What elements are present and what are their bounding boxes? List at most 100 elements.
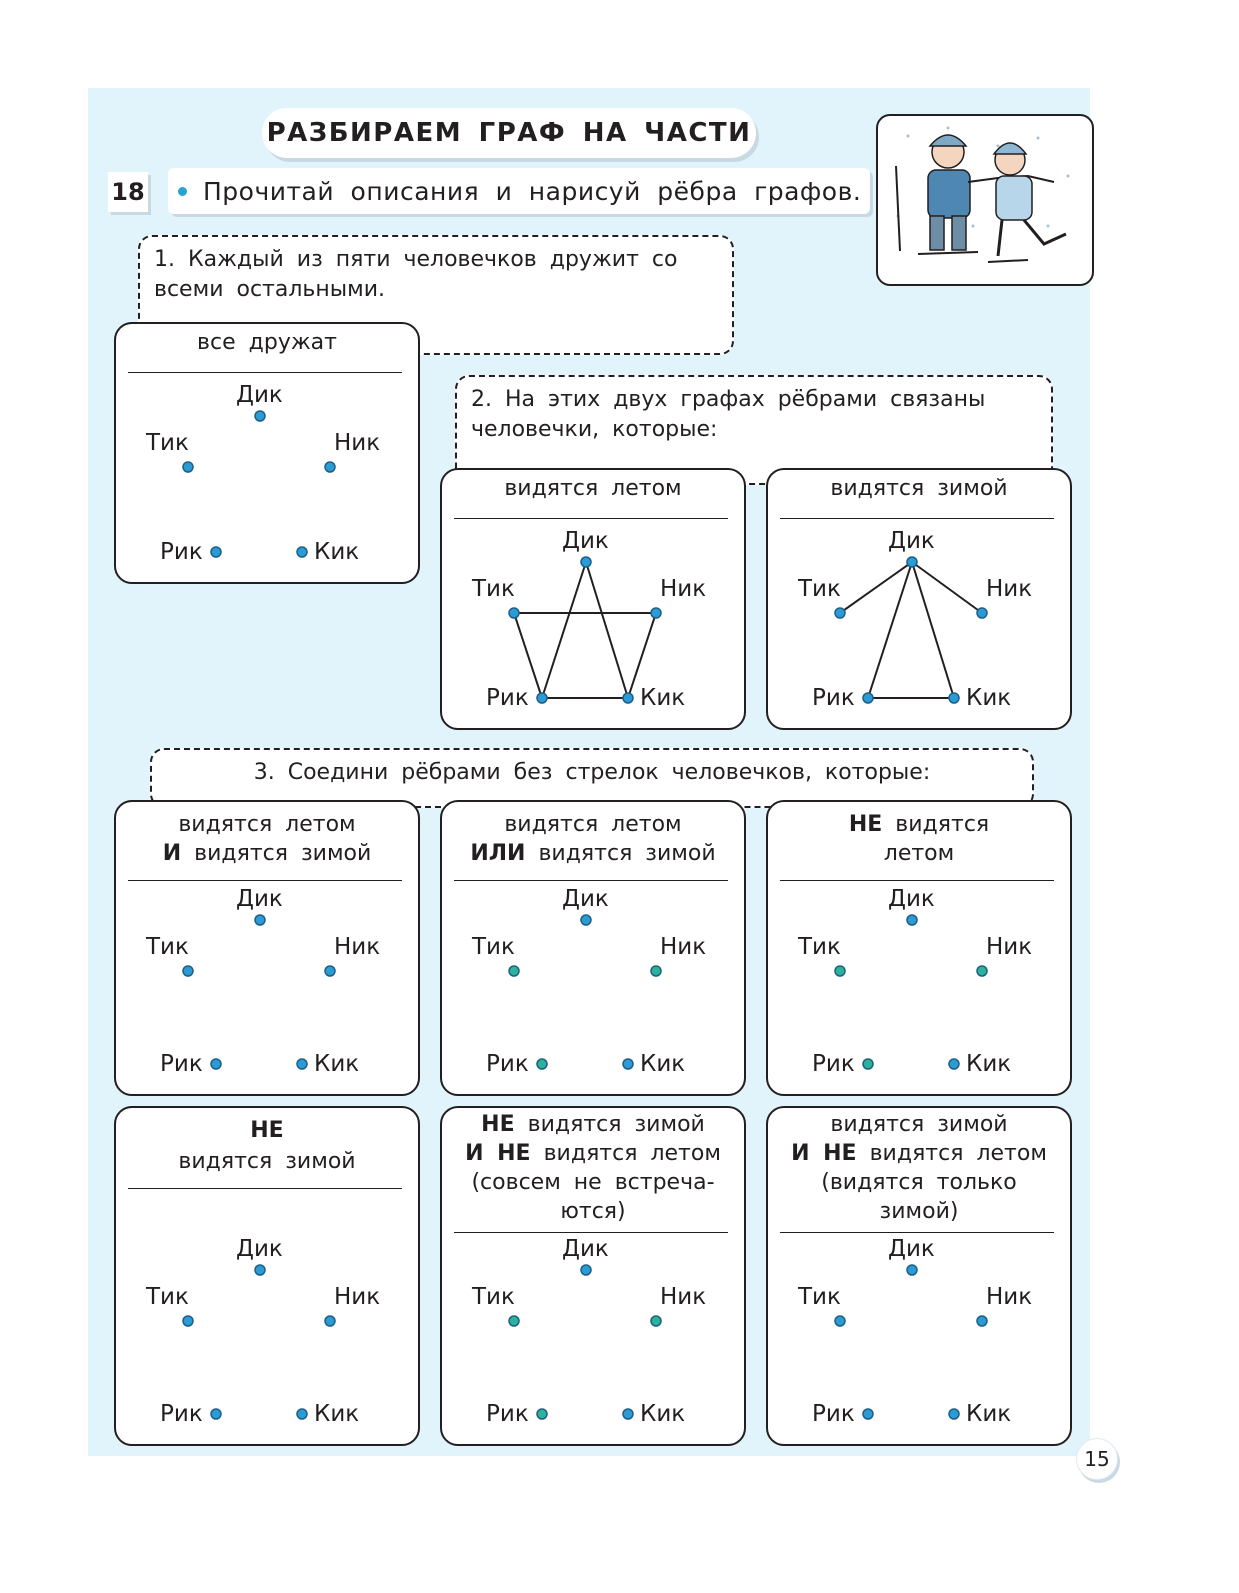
card-title-line2: видятся летом — [869, 1141, 1047, 1166]
card-title-line1: видятся летом — [504, 812, 682, 837]
graph-edge-dik-kik — [585, 561, 629, 699]
node-tik — [834, 607, 846, 619]
node-rik — [536, 1408, 548, 1420]
exercise-number: 18 — [108, 172, 148, 212]
node-nik — [650, 965, 662, 977]
node-label-tik: Тик — [798, 1284, 841, 1310]
graph-card-only-winter: видятся зимой И НЕ видятся летом (видятс… — [766, 1106, 1072, 1446]
node-label-nik: Ник — [660, 576, 707, 602]
node-label-tik: Тик — [146, 430, 189, 456]
node-rik — [536, 1058, 548, 1070]
part2-description: 2. На этих двух графах рёбрами связаны ч… — [455, 375, 1053, 485]
node-dik — [906, 914, 918, 926]
node-label-dik: Дик — [888, 886, 935, 912]
card-title-line2: летом — [883, 841, 955, 866]
graph-canvas — [182, 410, 336, 558]
kids-skating-illustration — [876, 114, 1094, 286]
node-dik — [906, 556, 918, 568]
node-label-rik: Рик — [160, 1051, 203, 1077]
node-tik — [508, 965, 520, 977]
node-nik — [976, 1315, 988, 1327]
card-title: видятся летом ИЛИ видятся зимой — [452, 810, 734, 868]
node-label-nik: Ник — [660, 934, 707, 960]
node-dik — [254, 410, 266, 422]
node-dik — [906, 1264, 918, 1276]
node-label-dik: Дик — [888, 528, 935, 554]
card-title-line2: видятся зимой — [178, 1149, 356, 1174]
divider — [780, 880, 1054, 881]
node-tik — [182, 965, 194, 977]
node-kik — [622, 692, 634, 704]
node-tik — [834, 965, 846, 977]
node-label-dik: Дик — [236, 382, 283, 408]
node-rik — [210, 546, 222, 558]
node-label-kik: Кик — [314, 539, 360, 565]
node-label-dik: Дик — [888, 1236, 935, 1262]
node-kik — [296, 1408, 308, 1420]
divider — [454, 880, 728, 881]
node-label-rik: Рик — [812, 685, 855, 711]
node-label-nik: Ник — [986, 934, 1033, 960]
graph-edge-dik-kik — [911, 561, 955, 699]
node-nik — [324, 461, 336, 473]
node-label-kik: Кик — [966, 1051, 1012, 1077]
node-dik — [580, 1264, 592, 1276]
node-label-nik: Ник — [986, 576, 1033, 602]
node-label-dik: Дик — [562, 886, 609, 912]
card-title-line4: ются) — [560, 1199, 626, 1224]
node-rik — [862, 692, 874, 704]
node-tik — [508, 1315, 520, 1327]
graph-canvas — [834, 556, 988, 704]
node-kik — [296, 1058, 308, 1070]
node-kik — [296, 546, 308, 558]
node-label-kik: Кик — [640, 1401, 686, 1427]
node-label-tik: Тик — [146, 934, 189, 960]
node-dik — [254, 914, 266, 926]
node-label-kik: Кик — [314, 1051, 360, 1077]
divider — [128, 1188, 402, 1189]
node-rik — [210, 1408, 222, 1420]
card-title: НЕ видятся зимой И НЕ видятся летом (сов… — [452, 1110, 734, 1226]
node-kik — [948, 1058, 960, 1070]
card-title: все дружат — [197, 330, 337, 355]
operator-not: НЕ — [848, 812, 883, 837]
node-nik — [650, 607, 662, 619]
operator-and: И — [162, 841, 182, 866]
card-title-line1: видятся — [895, 812, 990, 837]
node-label-nik: Ник — [334, 934, 381, 960]
node-label-rik: Рик — [486, 685, 529, 711]
card-title-line3: (совсем не встреча- — [471, 1170, 715, 1195]
part1-text: 1. Каждый из пяти человечков дружит со в… — [154, 247, 678, 302]
node-label-nik: Ник — [334, 430, 381, 456]
card-title-line4: зимой) — [879, 1199, 959, 1224]
node-label-dik: Дик — [236, 886, 283, 912]
node-label-tik: Тик — [798, 934, 841, 960]
card-title-line1: видятся зимой — [830, 1112, 1008, 1137]
node-nik — [650, 1315, 662, 1327]
node-label-rik: Рик — [486, 1051, 529, 1077]
card-title: видятся зимой И НЕ видятся летом (видятс… — [778, 1110, 1060, 1226]
node-label-rik: Рик — [812, 1401, 855, 1427]
operator-not: НЕ — [250, 1118, 284, 1143]
graph-canvas — [182, 1264, 336, 1420]
node-label-rik: Рик — [812, 1051, 855, 1077]
divider — [128, 880, 402, 881]
node-kik — [622, 1058, 634, 1070]
node-kik — [948, 692, 960, 704]
node-label-tik: Тик — [798, 576, 841, 602]
card-title-line3: (видятся только — [821, 1170, 1017, 1195]
node-label-kik: Кик — [314, 1401, 360, 1427]
node-rik — [536, 692, 548, 704]
page-title: РАЗБИРАЕМ ГРАФ НА ЧАСТИ — [262, 108, 756, 158]
divider — [454, 518, 728, 519]
bullet-icon — [178, 186, 187, 196]
node-label-tik: Тик — [472, 934, 515, 960]
card-title: видятся летом И видятся зимой — [126, 810, 408, 868]
divider — [128, 372, 402, 373]
